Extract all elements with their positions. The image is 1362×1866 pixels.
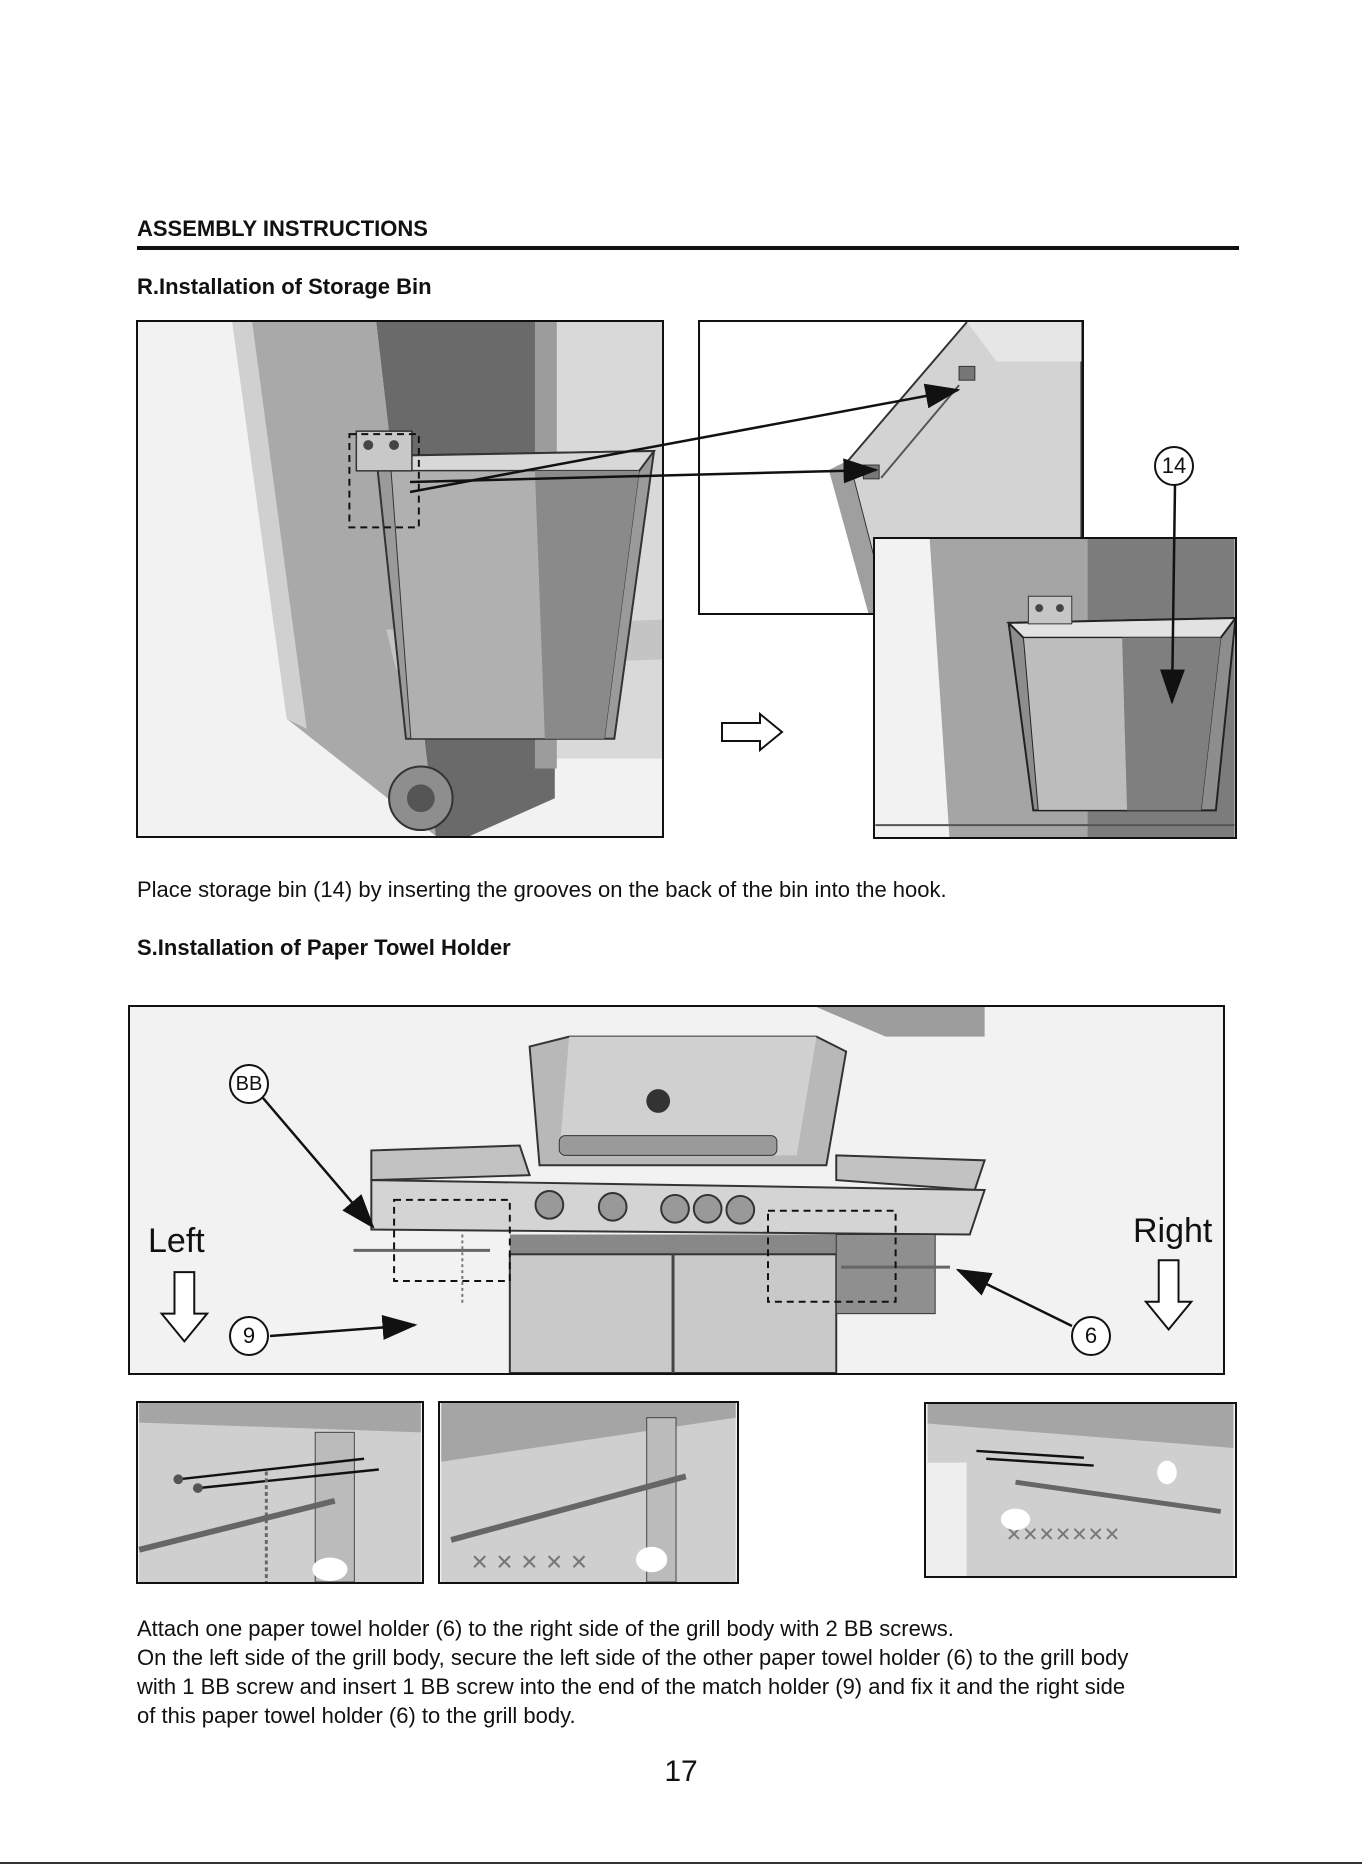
figure-detail-left-2: ✕ ✕ ✕ ✕ ✕ — [438, 1401, 739, 1584]
down-arrow-right-icon — [1143, 1259, 1194, 1332]
section-s-instructions: Attach one paper towel holder (6) to the… — [137, 1614, 1257, 1730]
section-s-title: S.Installation of Paper Towel Holder — [137, 935, 511, 960]
instruction-line-1: Attach one paper towel holder (6) to the… — [137, 1616, 954, 1641]
down-arrow-left-icon — [159, 1271, 210, 1343]
svg-text:✕ ✕ ✕ ✕ ✕: ✕ ✕ ✕ ✕ ✕ — [471, 1550, 588, 1575]
instruction-line-4: of this paper towel holder (6) to the gr… — [137, 1703, 576, 1728]
bin-overview-drawing — [138, 322, 662, 836]
right-arrow-icon — [721, 711, 784, 753]
detail-right-drawing: ✕✕✕✕✕✕✕ — [927, 1404, 1234, 1576]
section-r-instruction: Place storage bin (14) by inserting the … — [137, 877, 947, 902]
instruction-line-2: On the left side of the grill body, secu… — [137, 1645, 1129, 1670]
page-number: 17 — [664, 1755, 698, 1788]
detail-left-1-drawing — [138, 1403, 421, 1582]
figure-bin-installed — [873, 537, 1237, 839]
instruction-line-3: with 1 BB screw and insert 1 BB screw in… — [137, 1674, 1126, 1699]
callout-part-9: 9 — [229, 1316, 269, 1356]
callout-bb: BB — [229, 1064, 269, 1104]
callout-part-14: 14 — [1154, 446, 1194, 486]
detail-left-2-drawing: ✕ ✕ ✕ ✕ ✕ — [441, 1403, 736, 1582]
figure-detail-right: ✕✕✕✕✕✕✕ — [924, 1402, 1237, 1578]
svg-text:✕✕✕✕✕✕✕: ✕✕✕✕✕✕✕ — [1006, 1523, 1121, 1546]
page-header: ASSEMBLY INSTRUCTIONS — [137, 216, 1239, 250]
label-right: Right — [1133, 1212, 1213, 1250]
figure-detail-left-1 — [136, 1401, 424, 1584]
footer-rule — [0, 1862, 1362, 1864]
figure-bin-overview — [136, 320, 664, 838]
label-left: Left — [148, 1222, 205, 1260]
section-r-title: R.Installation of Storage Bin — [137, 274, 432, 299]
grill-overview-drawing — [133, 1007, 1220, 1373]
figure-grill-overview — [128, 1005, 1225, 1375]
callout-part-6: 6 — [1071, 1316, 1111, 1356]
bin-installed-drawing — [875, 539, 1235, 837]
